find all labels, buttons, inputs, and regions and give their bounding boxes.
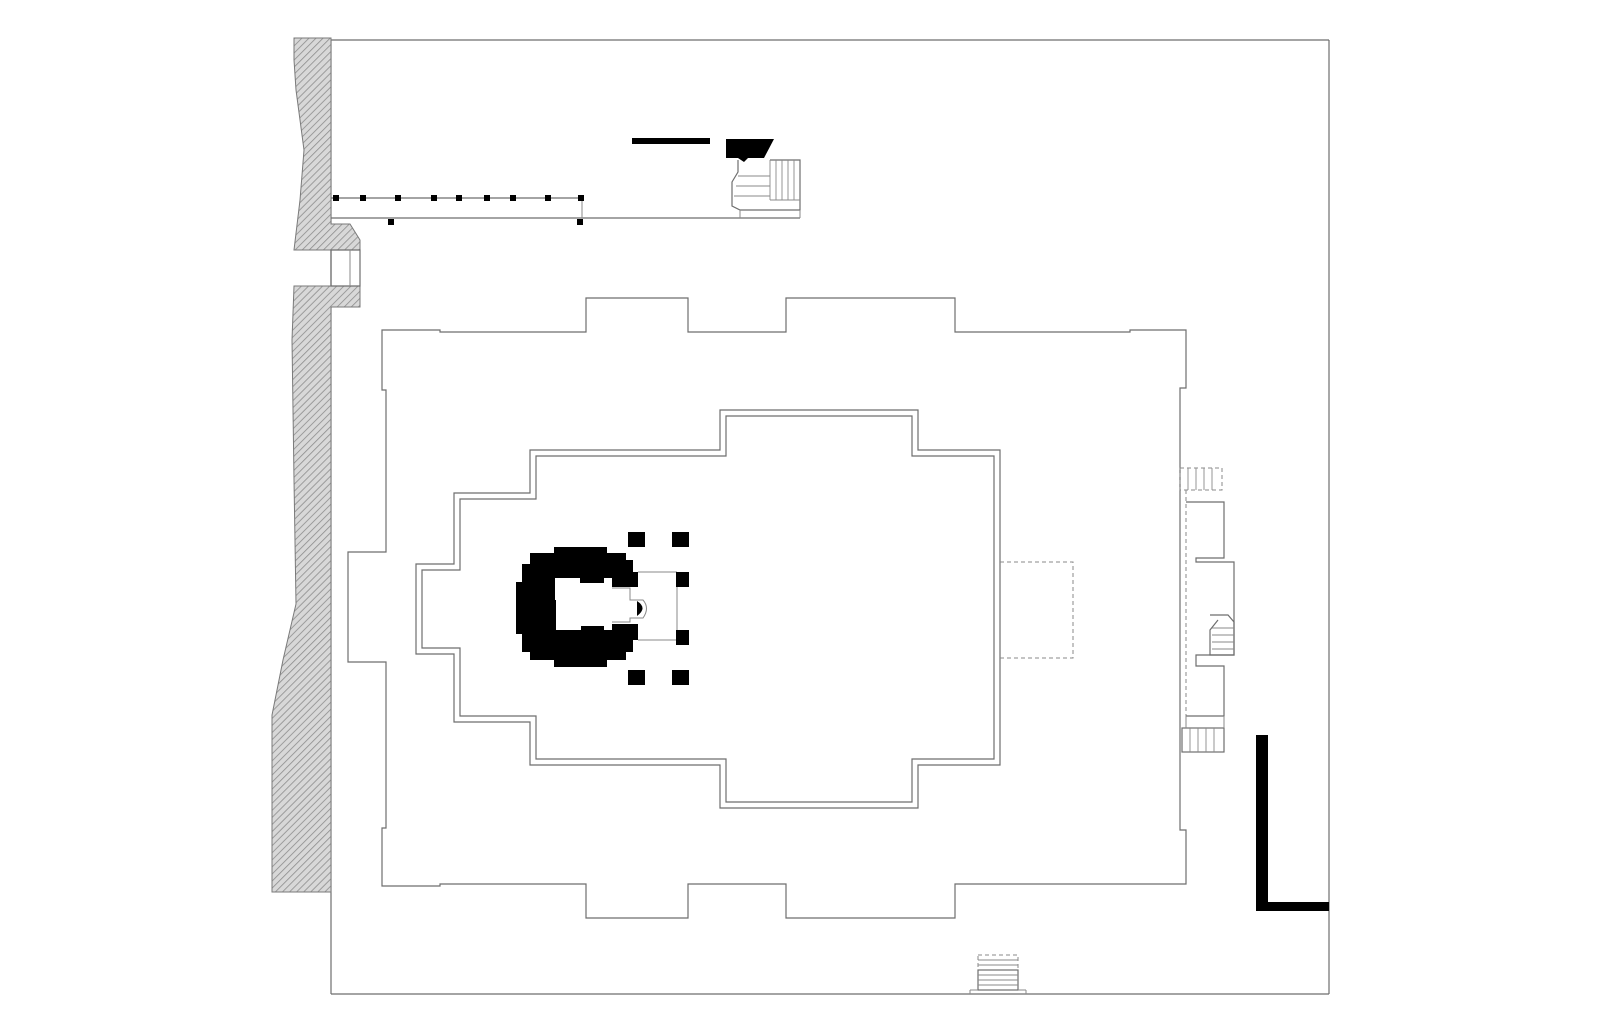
hatched-west-wall — [271, 37, 361, 893]
site-boundary — [330, 39, 1330, 995]
shrine-niche-dome — [637, 601, 643, 616]
pavilion-stair — [734, 160, 800, 201]
colonnade-portico — [331, 195, 800, 225]
north-wall-segment — [632, 138, 710, 144]
shrine-walls — [516, 547, 638, 667]
central-shrine — [516, 547, 678, 667]
east-stair-mid — [1209, 614, 1235, 656]
colonnade-columns — [333, 195, 584, 225]
wall-upper-section — [293, 37, 361, 251]
east-stair-top — [1179, 467, 1223, 491]
dashed-east-extension — [1000, 561, 1074, 659]
outer-terrace-outline — [347, 297, 1187, 919]
north-pavilion — [632, 138, 801, 218]
east-stair-bottom — [1181, 716, 1225, 753]
wall-lower-section — [271, 285, 361, 893]
shrine-niche — [612, 587, 647, 623]
wall-gate-opening — [330, 249, 361, 287]
south-entrance-stair — [969, 954, 1027, 994]
shrine-columns — [628, 532, 689, 685]
east-annex — [1179, 467, 1235, 753]
inner-platform-outline — [415, 409, 1001, 809]
pavilion-block — [726, 139, 774, 162]
southeast-l-wall — [1256, 735, 1329, 911]
